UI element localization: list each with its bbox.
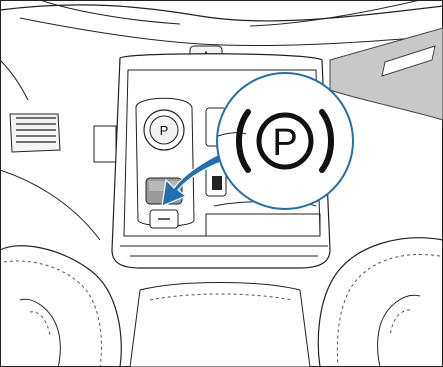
park-button-glyph: P (160, 123, 169, 138)
parking-brake-glyph: P (272, 122, 297, 164)
armrest (130, 283, 310, 367)
console-switch-dark (212, 176, 222, 190)
pedal (10, 114, 60, 152)
